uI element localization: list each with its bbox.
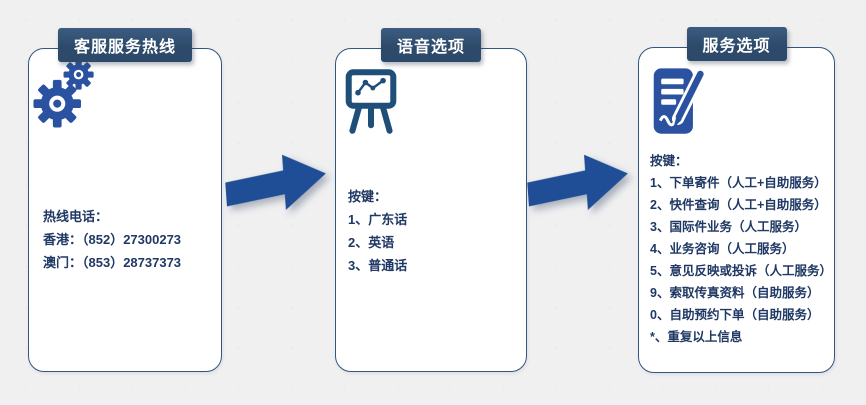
text-line: 5、意见反映或投诉（人工服务） — [650, 264, 832, 278]
easel-chart-icon — [345, 69, 397, 134]
text-line: 2、英语 — [348, 235, 395, 250]
text-line: 3、普通话 — [348, 258, 408, 273]
panel-service-options: 服务选项 按键： 1、下单寄件（人工+自助服务） 2、快件查询（人工+自助服务） 3、… — [638, 27, 835, 373]
tab-label: 客服服务热线 — [73, 39, 177, 56]
text-line: 0、自助预约下单（自助服务） — [650, 308, 820, 322]
tab-language-options: 语音选项 — [380, 28, 482, 62]
service-text-block: 按键： 1、下单寄件（人工+自助服务） 2、快件查询（人工+自助服务） 3、国际件业务… — [650, 150, 832, 348]
text-line: 4、业务咨询（人工服务） — [650, 242, 795, 256]
panel-language-options: 语音选项 按键： 1、广东话 2、英语 3、普通话 — [335, 28, 527, 372]
text-line: *、重复以上信息 — [650, 330, 743, 344]
gears-icon — [33, 59, 94, 128]
text-line: 9、索取传真资料（自助服务） — [650, 286, 820, 300]
text-line: 澳门：（853）28737373 — [43, 255, 182, 270]
text-line: 1、广东话 — [348, 212, 408, 227]
text-line: 热线电话： — [43, 209, 109, 224]
text-line: 按键： — [650, 154, 688, 168]
document-pen-icon — [653, 67, 706, 134]
text-line: 香港：（852）27300273 — [43, 232, 182, 247]
tab-customer-service-hotline: 客服服务热线 — [57, 28, 193, 62]
flow-arrow-right-icon — [527, 154, 628, 210]
tab-service-options: 服务选项 — [686, 27, 787, 61]
tab-label: 服务选项 — [702, 38, 771, 55]
tab-label: 语音选项 — [396, 39, 466, 56]
text-line: 1、下单寄件（人工+自助服务） — [650, 176, 827, 190]
flow-arrow-right-icon — [225, 154, 326, 210]
panel-customer-service-hotline: 客服服务热线 — [28, 28, 222, 372]
text-line: 2、快件查询（人工+自助服务） — [650, 198, 827, 212]
text-line: 3、国际件业务（人工服务） — [650, 220, 807, 234]
text-line: 按键： — [348, 189, 388, 204]
language-text-block: 按键： 1、广东话 2、英语 3、普通话 — [348, 185, 407, 277]
hotline-text-block: 热线电话： 香港：（852）27300273 澳门：（853）28737373 — [43, 205, 181, 274]
